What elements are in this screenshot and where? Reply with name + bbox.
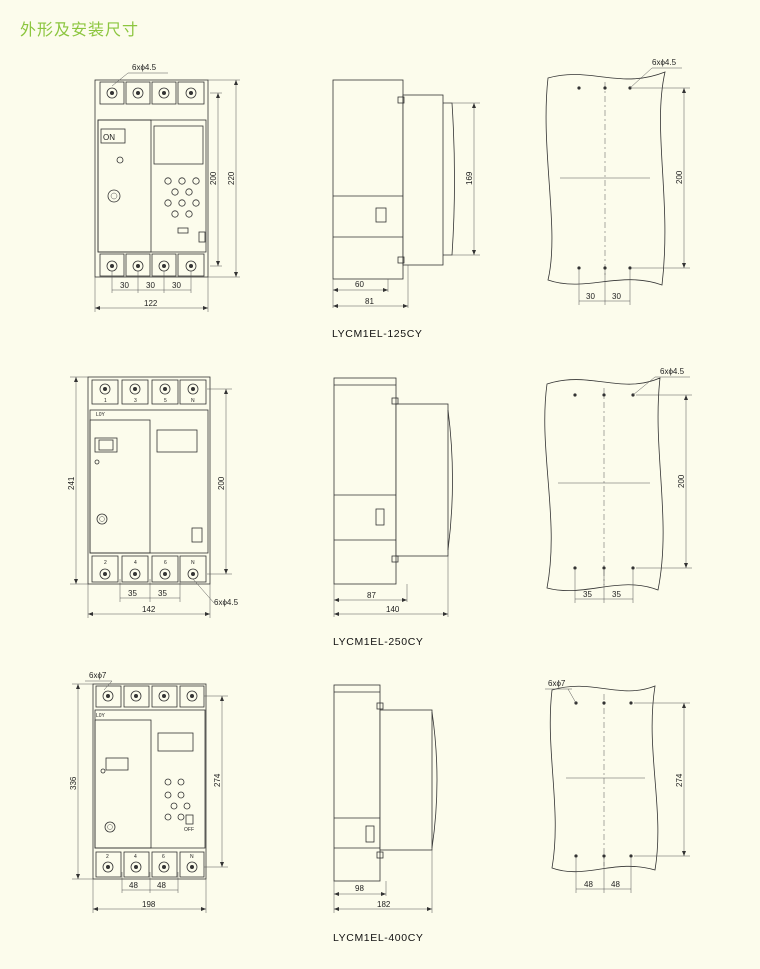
front-view-125: ON	[94, 63, 240, 312]
mount-spacing-400-a: 48	[584, 880, 593, 889]
side-view-250: 87 140	[333, 377, 453, 617]
front-spacing-250-b: 35	[158, 589, 167, 598]
terminal-bottom-250-3: 6	[164, 560, 167, 566]
front-inner-height-125: 200	[209, 171, 218, 185]
mount-spacing-250-a: 35	[583, 590, 592, 599]
mount-height-400: 274	[675, 773, 684, 787]
mount-spacing-400-b: 48	[611, 880, 620, 889]
terminal-top-250-2: 3	[134, 398, 137, 404]
side-depth-front-125: 60	[355, 280, 364, 289]
terminal-bottom-250-2: 4	[134, 560, 137, 566]
side-depth-front-250: 87	[367, 591, 376, 600]
mount-template-250: 6xϕ4.5 200 35 35	[544, 367, 692, 603]
side-height-125: 169	[465, 171, 474, 185]
mount-hole-note-250: 6xϕ4.5	[660, 367, 685, 376]
mount-template-400: 6xϕ7 274 48 48	[545, 679, 690, 893]
terminal-bottom-400-4: N	[190, 854, 194, 860]
terminal-bottom-250-4: N	[191, 560, 195, 566]
front-spacing-125-c: 30	[172, 281, 181, 290]
front-spacing-400-b: 48	[157, 881, 166, 890]
mount-spacing-125-b: 30	[612, 292, 621, 301]
terminal-bottom-400-3: 6	[162, 854, 165, 860]
front-hole-note-250: 6xϕ4.5	[214, 598, 239, 607]
terminal-bottom-400-1: 2	[106, 854, 109, 860]
front-spacing-125-a: 30	[120, 281, 129, 290]
terminal-top-250-3: 5	[164, 398, 167, 404]
front-inner-height-250: 200	[217, 476, 226, 490]
side-depth-front-400: 98	[355, 884, 364, 893]
front-hole-note-400: 6xϕ7	[89, 671, 107, 680]
front-inner-height-400: 274	[213, 773, 222, 787]
terminal-top-250-4: N	[191, 398, 195, 404]
mount-height-250: 200	[677, 474, 686, 488]
svg-text:L0Y: L0Y	[96, 713, 106, 719]
side-view-400: 98 182	[333, 684, 438, 913]
front-spacing-400-a: 48	[129, 881, 138, 890]
front-outer-height-250: 241	[67, 476, 76, 490]
side-depth-total-125: 81	[365, 297, 374, 306]
front-width-250: 142	[142, 605, 156, 614]
mount-hole-note-400: 6xϕ7	[548, 679, 566, 688]
model-250-group: L0Y 1 3 5 N 2	[67, 367, 692, 648]
front-view-400: L0Y OFF	[69, 671, 228, 913]
mount-spacing-250-b: 35	[612, 590, 621, 599]
side-depth-total-400: 182	[377, 900, 391, 909]
mount-hole-note-125: 6xϕ4.5	[652, 58, 677, 67]
svg-text:ON: ON	[103, 133, 115, 142]
front-view-250: L0Y 1 3 5 N 2	[67, 376, 239, 618]
terminal-bottom-400-2: 4	[134, 854, 137, 860]
front-width-400: 198	[142, 900, 156, 909]
model-name-125: LYCM1EL-125CY	[332, 328, 422, 340]
model-125-group: ON	[94, 58, 690, 340]
model-400-group: L0Y OFF	[69, 671, 690, 944]
mount-spacing-125-a: 30	[586, 292, 595, 301]
mount-template-125: 6xϕ4.5 200 30 30	[545, 58, 690, 305]
front-width-125: 122	[144, 299, 158, 308]
side-view-125: 169 60 81	[332, 79, 480, 308]
front-outer-height-125: 220	[227, 171, 236, 185]
model-name-250: LYCM1EL-250CY	[333, 636, 423, 648]
page-title: 外形及安装尺寸	[20, 20, 140, 39]
switch-off-label-400: OFF	[184, 827, 194, 833]
svg-text:L0Y: L0Y	[96, 412, 106, 418]
front-spacing-250-a: 35	[128, 589, 137, 598]
front-spacing-125-b: 30	[146, 281, 155, 290]
front-hole-note-125: 6xϕ4.5	[132, 63, 157, 72]
terminal-bottom-250-1: 2	[104, 560, 107, 566]
model-name-400: LYCM1EL-400CY	[333, 932, 423, 944]
terminal-top-250-1: 1	[104, 398, 107, 404]
mount-height-125: 200	[675, 170, 684, 184]
front-outer-height-400: 336	[69, 776, 78, 790]
side-depth-total-250: 140	[386, 605, 400, 614]
